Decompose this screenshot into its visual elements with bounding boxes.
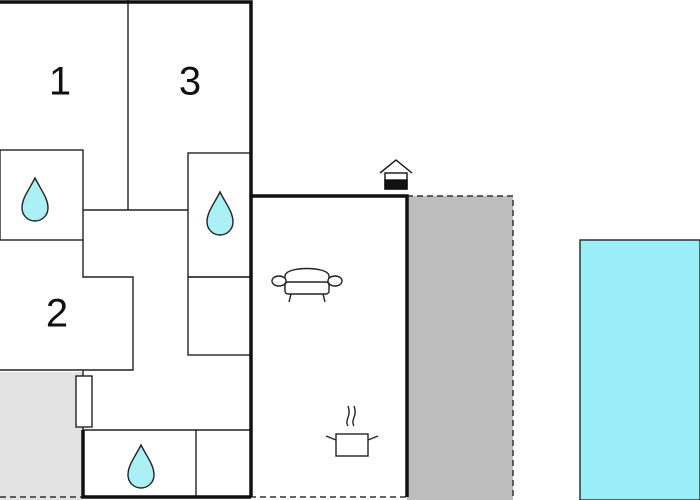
swimming-pool: [579, 239, 700, 500]
exterior-walls: [0, 0, 409, 499]
water-drop-icon: [206, 190, 234, 236]
house-entrance-icon: [379, 159, 413, 190]
interior-walls: [0, 0, 252, 497]
terrace-area: [407, 196, 513, 500]
terrace-dashed-outline: [407, 195, 514, 500]
patio-area: [0, 372, 83, 500]
water-drop-icon: [21, 176, 49, 222]
room-number-1: 1: [49, 60, 71, 104]
cooking-pot-icon: [325, 405, 379, 457]
sofa-icon: [271, 267, 343, 303]
water-drop-icon: [127, 443, 155, 489]
room-number-2: 2: [46, 292, 68, 336]
room-number-3: 3: [179, 60, 201, 104]
